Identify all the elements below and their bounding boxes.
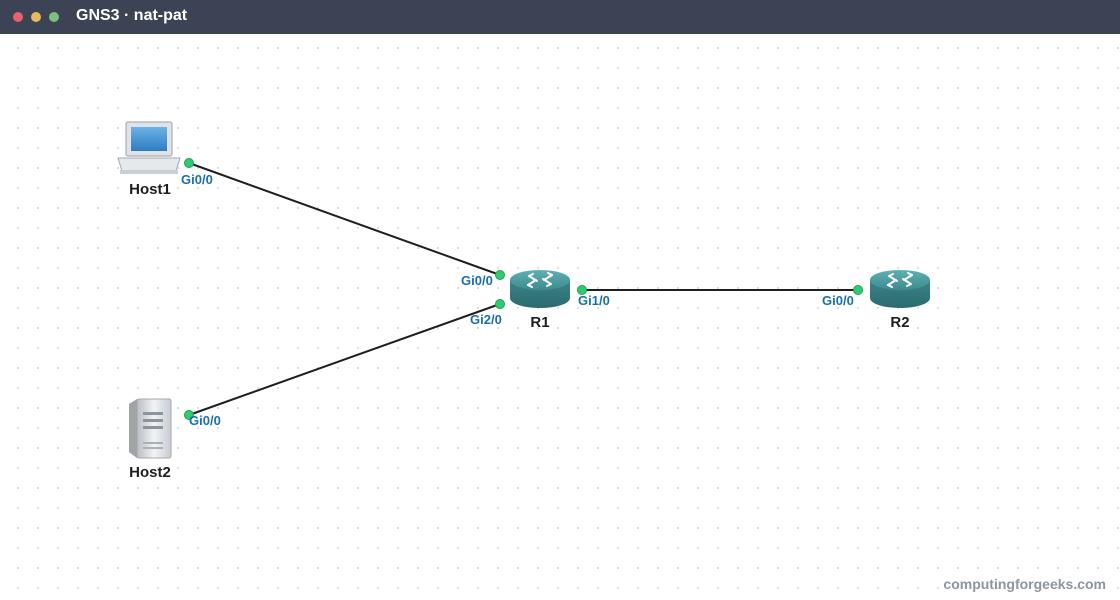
window-title: GNS3 · nat-pat	[76, 7, 188, 24]
server-icon[interactable]	[129, 398, 172, 459]
link-host2-r1[interactable]	[188, 303, 501, 416]
port-label-r1-gi10: Gi1/0	[578, 293, 610, 308]
port-status-r2-gi00	[853, 285, 863, 295]
node-label-host2[interactable]: Host2	[129, 464, 171, 481]
router-icon-r1[interactable]	[510, 270, 570, 308]
node-label-r1[interactable]: R1	[530, 314, 550, 331]
topology-drawing	[117, 121, 930, 459]
topology-canvas[interactable]: Host1 Host2 R1 R2 Gi0/0 Gi0/0 Gi0/0 Gi2/…	[0, 34, 1120, 600]
maximize-window-button[interactable]	[49, 12, 59, 22]
port-status-r1-gi00	[495, 270, 505, 280]
port-label-r2-gi00: Gi0/0	[822, 293, 854, 308]
port-label-host2-gi00: Gi0/0	[189, 413, 221, 428]
port-status-host1	[184, 158, 194, 168]
port-status-r1-gi10	[577, 285, 587, 295]
node-label-host1[interactable]: Host1	[129, 181, 171, 198]
port-label-r1-gi00: Gi0/0	[461, 273, 493, 288]
close-window-button[interactable]	[13, 12, 23, 22]
port-status-host2	[184, 410, 194, 420]
node-label-r2[interactable]: R2	[890, 314, 910, 331]
laptop-icon[interactable]	[117, 121, 181, 174]
link-host1-r1[interactable]	[188, 162, 501, 276]
watermark: computingforgeeks.com	[943, 576, 1106, 592]
router-icon-r2[interactable]	[870, 270, 930, 308]
title-bar: GNS3 · nat-pat	[0, 0, 1120, 34]
minimize-window-button[interactable]	[31, 12, 41, 22]
port-label-r1-gi20: Gi2/0	[470, 312, 502, 327]
port-label-host1-gi00: Gi0/0	[181, 172, 213, 187]
port-status-r1-gi20	[495, 299, 505, 309]
